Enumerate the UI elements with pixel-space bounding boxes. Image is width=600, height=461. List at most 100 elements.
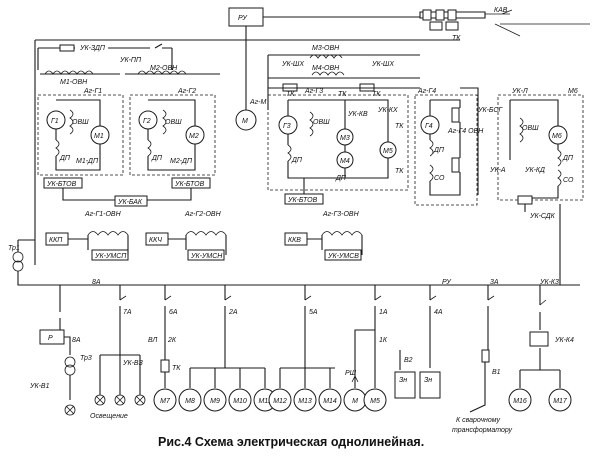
lamp-a xyxy=(64,404,76,416)
m6-uk-l: УК-Л xyxy=(511,88,528,95)
g3-uk-kv: УК-КВ xyxy=(347,111,368,118)
uk-vz-label: УК-ВЗ xyxy=(122,360,143,367)
fuse-b xyxy=(435,9,445,21)
g4-frame xyxy=(414,94,478,206)
g3-m5-label: М5 xyxy=(383,148,393,155)
m6-dp: ДП xyxy=(562,155,574,162)
motor-0 xyxy=(153,388,177,412)
light-wires xyxy=(99,330,141,395)
m6-uk-kd: УК-КД xyxy=(524,167,545,174)
motor-label-11: М17 xyxy=(553,398,568,405)
uk-zdp-label: УК-ЗДП xyxy=(79,45,106,52)
tk-m7-label: ТК xyxy=(172,365,181,372)
ovn3-left: ККВ xyxy=(288,237,301,244)
m6-title: М6 xyxy=(568,88,578,95)
uk-shkh-left: УК-ШХ xyxy=(281,61,304,68)
m6-res xyxy=(517,195,533,205)
uk-pp-label: УК-ПП xyxy=(119,57,142,64)
p-label: Р xyxy=(48,335,53,342)
motor-9 xyxy=(363,388,387,412)
ovn2-title: Аг-Г2-ОВН xyxy=(184,211,222,218)
ag-m-label: Аг-М xyxy=(249,99,266,106)
g3-frame xyxy=(267,94,409,191)
g1-g-label: Г1 xyxy=(51,118,59,125)
g4-so: СО xyxy=(434,175,445,182)
g3-m3-label: М3 xyxy=(340,135,350,142)
ovn1-wires xyxy=(68,235,129,255)
g4-res2 xyxy=(451,157,460,173)
fuse-c xyxy=(447,9,457,21)
lamp-c-x xyxy=(115,395,125,405)
m6-m-label: М6 xyxy=(552,133,562,140)
lamp-b xyxy=(94,394,106,406)
g1-ovsh: ОВШ xyxy=(72,119,89,126)
top-bus xyxy=(34,16,460,110)
g4-title: Аг-Г4 xyxy=(417,88,436,95)
ovn3-title: Аг-Г3-ОВН xyxy=(322,211,360,218)
k4-box xyxy=(529,331,549,347)
g2-ovsh-coil xyxy=(162,109,167,135)
motor-5 xyxy=(268,388,292,412)
motor-11 xyxy=(548,388,572,412)
bak-label: УК-БАК xyxy=(117,199,143,206)
motor-1 xyxy=(178,388,202,412)
lamp-d xyxy=(134,394,146,406)
ag-m-m: М xyxy=(242,118,248,125)
tk-m7-box xyxy=(160,359,170,373)
g1-m-label: М1 xyxy=(94,133,104,140)
v1-fuse xyxy=(481,349,490,363)
motor-label-9: М5 xyxy=(370,398,380,405)
shkh-line xyxy=(267,54,420,110)
kav-frame xyxy=(419,11,486,19)
tr1-label: Тр1 xyxy=(8,245,20,252)
bus-5a: 5А xyxy=(309,309,318,316)
ovn2-coil xyxy=(185,231,227,236)
g4-dp-coil xyxy=(429,139,434,157)
uk-v1-label: УК-В1 xyxy=(29,383,50,390)
g3-title: Аг-Г3 xyxy=(304,88,323,95)
g2-frame xyxy=(129,94,216,176)
row-c-wires xyxy=(354,329,376,388)
g3-btov: УК-БТОВ xyxy=(287,197,318,204)
light-label: Освещение xyxy=(90,413,128,420)
bus-8a-b: 8А xyxy=(72,337,81,344)
k2-label: 2К xyxy=(167,337,177,344)
g3-ovsh: ОВШ xyxy=(313,119,330,126)
motor-label-5: М12 xyxy=(273,398,287,405)
m6-uk-a: УК-А xyxy=(489,167,506,174)
m6-ovsh: ОВШ xyxy=(522,125,539,132)
tr3-coil-a xyxy=(64,356,76,368)
motor-7 xyxy=(318,388,342,412)
ovn1-title: Аг-Г1-ОВН xyxy=(84,211,122,218)
m4-ovn-coil xyxy=(311,71,345,76)
tr1-coil-a xyxy=(12,251,24,263)
g2-dp: ДП xyxy=(151,155,163,162)
p-wire xyxy=(64,336,71,355)
g3-dp: ДП xyxy=(291,157,303,164)
m3-ovn-label: М3-ОВН xyxy=(312,45,340,52)
m2-ovn-label: М2-ОВН xyxy=(150,65,178,72)
lamp-c xyxy=(114,394,126,406)
bus-3a: 3А xyxy=(490,279,499,286)
breaker-ticks xyxy=(119,295,547,306)
vl-label: ВЛ xyxy=(148,337,158,344)
row-a-wires xyxy=(189,367,266,388)
tr3-label: Тр3 xyxy=(80,355,92,362)
m6-dp-coil xyxy=(557,149,562,167)
g2-dp2: М2-ДП xyxy=(170,158,193,165)
g4-loop xyxy=(429,99,461,196)
weld-label: К сварочному xyxy=(456,417,501,424)
k4-wires xyxy=(519,369,561,388)
g1-dp: ДП xyxy=(59,155,71,162)
g4-uk-bsg: УК-БСГ xyxy=(477,107,503,114)
row-b-wires xyxy=(279,367,335,388)
motor-label-10: М16 xyxy=(513,398,527,405)
g1-dp-coil xyxy=(55,139,60,157)
k1-label: 1К xyxy=(379,337,388,344)
m3-ovn-coil xyxy=(309,54,343,59)
g4-g-label: Г4 xyxy=(425,123,433,130)
ovn1-coil xyxy=(87,231,129,236)
ovn2-bottom: УК-УМСН xyxy=(190,253,223,260)
